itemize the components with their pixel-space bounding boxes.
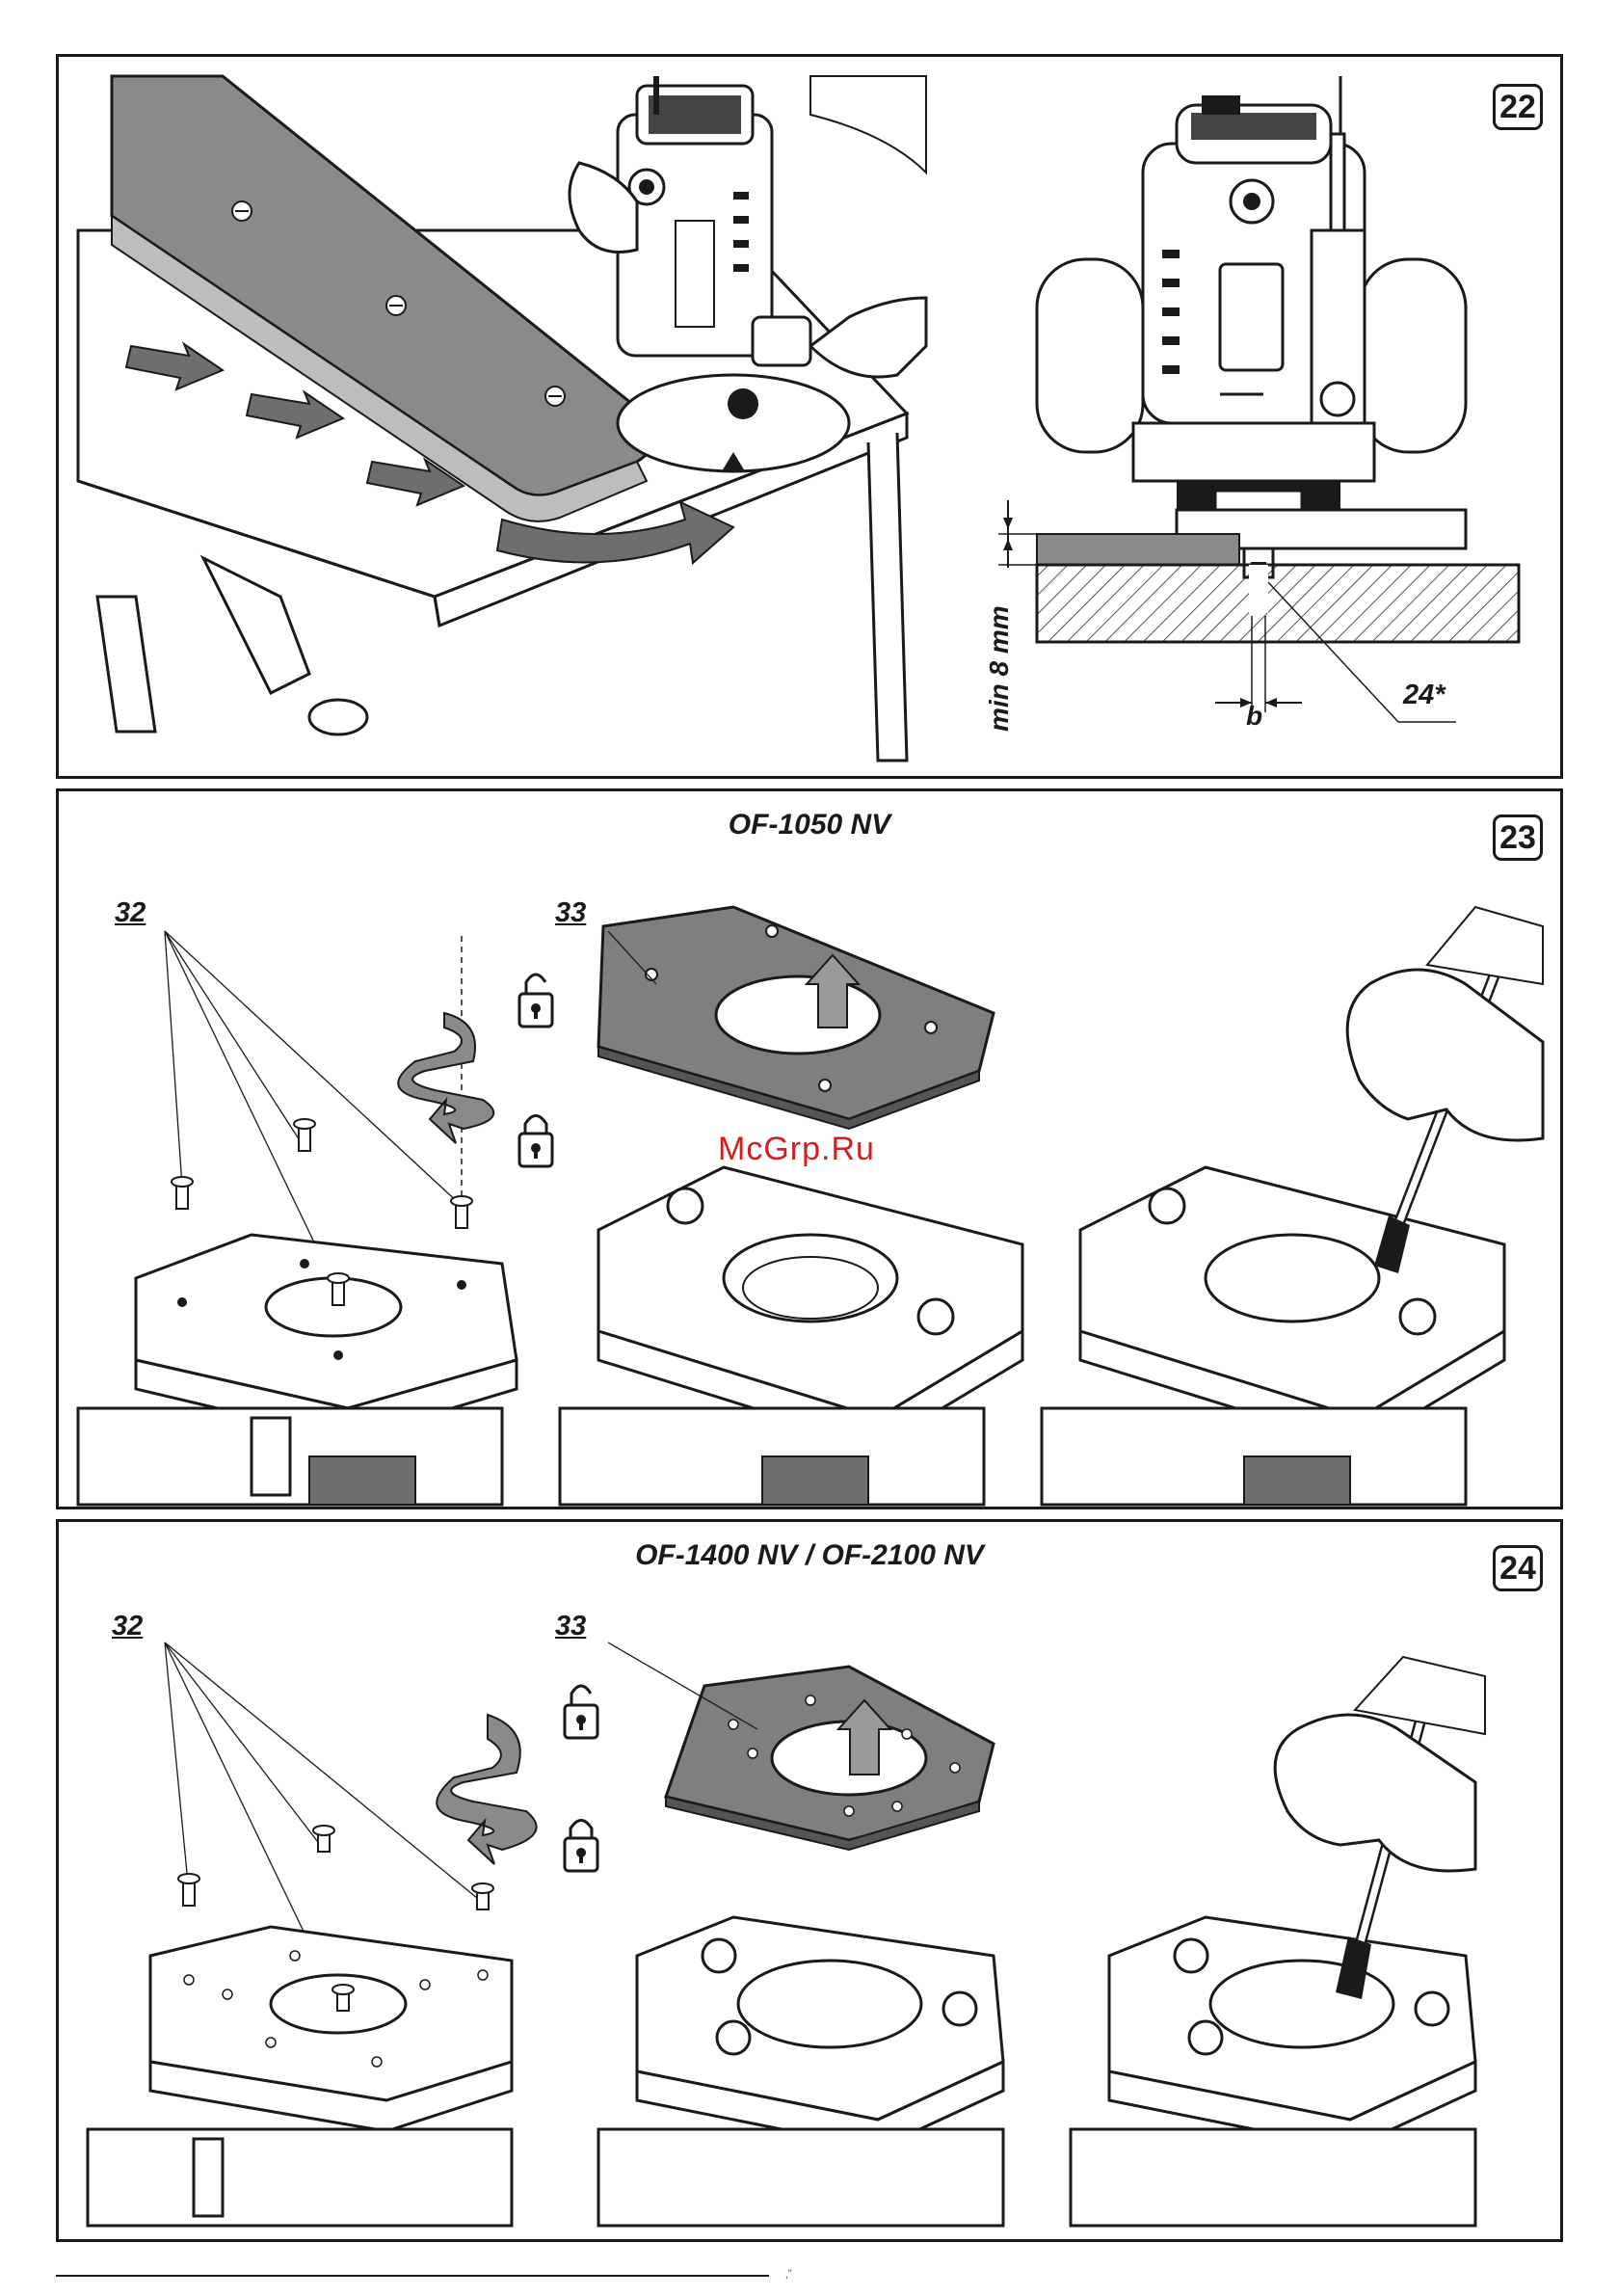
router-cross-section — [945, 57, 1562, 770]
lock-icon — [519, 1116, 552, 1167]
footer-mark: ‚” — [785, 2267, 792, 2281]
offset-b-label: b — [1246, 701, 1262, 732]
min-depth-label: min 8 mm — [984, 605, 1015, 732]
unlock-icon — [565, 1686, 597, 1738]
footer-rule — [56, 2275, 769, 2277]
rotate-arrow-icon — [398, 1013, 493, 1143]
callout-24: 24* — [1403, 680, 1446, 711]
figure-22-panel: 22 — [56, 54, 1563, 779]
figure-24-panel: OF-1400 NV / OF-2100 NV 24 32 33 — [56, 1519, 1563, 2242]
unlock-icon — [519, 974, 552, 1027]
rotate-arrow-icon — [437, 1715, 536, 1864]
watermark: McGrp.Ru — [718, 1131, 875, 1168]
router-template-illustration — [59, 57, 926, 770]
lock-icon — [565, 1821, 597, 1872]
base-plate-removal-illustration — [59, 1522, 1562, 2235]
